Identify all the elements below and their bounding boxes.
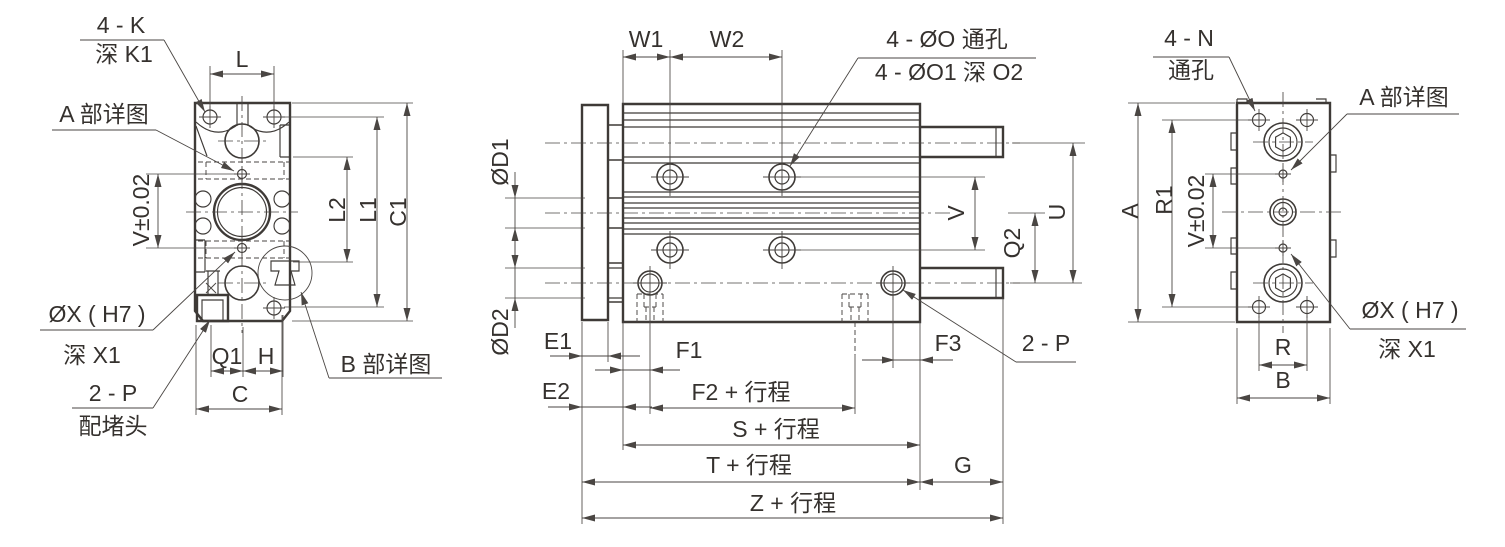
right-body-outline (1235, 101, 1332, 324)
front-body-outline (621, 102, 922, 324)
label-r1: R1 (1151, 185, 1177, 214)
front-view: W1 W2 4 - ØO 通孔 4 - ØO1 深 O2 ØD1 ØD2 E1 … (487, 26, 1085, 524)
label-z: Z + 行程 (750, 490, 836, 516)
label-ox-right: ØX ( H7 ) (1361, 297, 1458, 323)
label-q2: Q2 (999, 228, 1025, 259)
left-hidden-passages (198, 161, 290, 259)
right-centerlines (1222, 92, 1345, 333)
front-body-grooves-top (623, 112, 920, 164)
front-dimension-lines (582, 53, 1077, 522)
left-port-plug (195, 270, 230, 323)
front-centerlines (545, 142, 1020, 284)
front-rod-stubs (608, 124, 623, 303)
label-detail-a-right: A 部详图 (1359, 84, 1448, 110)
left-end-view: 4 - K 深 K1 L A 部详图 V±0.02 L2 L1 C1 ØX ( … (40, 12, 442, 439)
right-end-view: 4 - N 通孔 A 部详图 A R1 V±0.02 ØX ( H7 ) 深 X… (1117, 25, 1466, 404)
front-small-dimensions (511, 172, 953, 411)
label-b: B (1275, 367, 1290, 393)
label-w1: W1 (629, 26, 664, 52)
front-leaders (789, 57, 1076, 363)
label-e2: E2 (542, 378, 570, 404)
label-detail-a-left: A 部详图 (59, 101, 148, 127)
label-u: U (1044, 204, 1070, 221)
label-t: T + 行程 (706, 452, 792, 478)
label-2p-front: 2 - P (1022, 330, 1071, 356)
label-l2: L2 (324, 197, 350, 223)
front-body-grooves-mid (623, 191, 920, 235)
left-sensor-slot (270, 260, 300, 286)
front-mounting-holes (651, 158, 801, 269)
label-r: R (1275, 334, 1292, 360)
label-c1: C1 (385, 197, 411, 226)
front-bottom-plugs (636, 293, 869, 355)
front-rod-stub-lines (608, 267, 623, 299)
front-extension-lines (505, 50, 1085, 524)
left-leaders (40, 39, 442, 409)
label-q1: Q1 (212, 343, 243, 369)
label-k-depth: 深 K1 (95, 41, 153, 67)
label-g: G (954, 452, 972, 478)
label-h: H (258, 343, 275, 369)
label-2p-left: 2 - P (89, 380, 138, 406)
left-detail-b-circle (257, 245, 313, 301)
label-k-holes: 4 - K (97, 12, 146, 38)
label-f3: F3 (935, 330, 962, 356)
label-a: A (1117, 203, 1143, 219)
label-s: S + 行程 (732, 416, 820, 442)
label-ox-left: ØX ( H7 ) (48, 301, 145, 327)
label-e1: E1 (544, 328, 572, 354)
left-centerlines (186, 96, 298, 333)
label-l1: L1 (355, 197, 381, 223)
right-leaders (1153, 56, 1466, 330)
label-o-holes: 4 - ØO 通孔 (886, 26, 1007, 52)
label-v-left: V±0.02 (128, 174, 154, 247)
label-o1-holes: 4 - ØO1 深 O2 (875, 59, 1023, 85)
right-extension-lines (1128, 102, 1331, 404)
label-plug: 配堵头 (79, 413, 148, 439)
label-n-through: 通孔 (1168, 57, 1214, 83)
left-extension-lines (146, 66, 413, 415)
label-d1: ØD1 (487, 138, 513, 185)
front-end-plate (580, 103, 610, 322)
left-body-details (195, 103, 290, 273)
right-dimension-lines (1134, 103, 1330, 402)
label-x1-left: 深 X1 (63, 342, 121, 368)
label-f2: F2 + 行程 (691, 379, 790, 405)
left-dimension-lines (154, 70, 411, 413)
left-side-holes (194, 190, 291, 235)
label-f1: F1 (676, 337, 703, 363)
right-corner-screw-holes (1248, 109, 1318, 318)
label-n-holes: 4 - N (1164, 25, 1214, 51)
label-w2: W2 (710, 26, 745, 52)
label-d2: ØD2 (487, 308, 513, 355)
label-v-right: V±0.02 (1183, 175, 1209, 248)
label-v-front: V (943, 205, 969, 221)
label-detail-b: B 部详图 (341, 351, 432, 377)
label-l: L (236, 46, 249, 72)
label-x1-right: 深 X1 (1378, 336, 1436, 362)
label-c: C (232, 381, 249, 407)
